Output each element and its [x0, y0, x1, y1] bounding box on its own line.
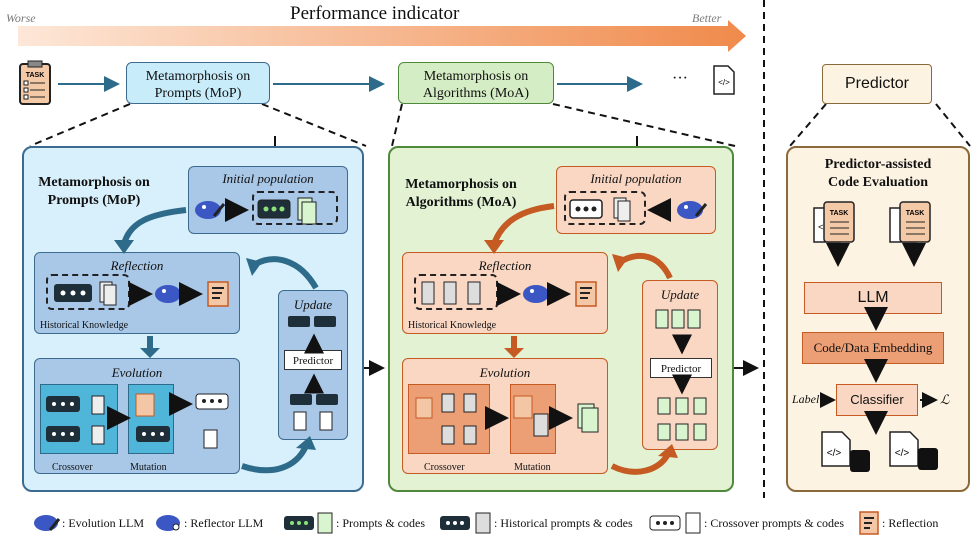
- moa-reflection-label: Reflection: [478, 258, 532, 273]
- mop-stage-line1: Metamorphosis on: [145, 69, 251, 84]
- svg-text:</>: </>: [827, 448, 842, 459]
- code-file-icon: </>: [713, 65, 735, 95]
- moa-historical-knowledge: Historical Knowledge: [408, 320, 497, 331]
- reflector-llm-icon: [523, 285, 549, 303]
- legend-prompts-codes: : Prompts & codes: [336, 516, 425, 530]
- evolution-llm-icon: [195, 201, 226, 219]
- ellipsis: ···: [672, 70, 688, 87]
- mop-update-label: Update: [293, 297, 333, 312]
- legend-reflector-llm: : Reflector LLM: [184, 516, 264, 530]
- predictor-panel-title: Predictor-assisted Code Evaluation: [790, 156, 966, 192]
- predictor-title-line1: Predictor-assisted: [824, 157, 932, 172]
- thumbs-up-code-icon: </>: [821, 431, 870, 472]
- legend-icons: [34, 511, 879, 535]
- mop-initial-population-group: [252, 191, 338, 225]
- moa-evolution-icons: [415, 393, 599, 445]
- prompts-codes-icon: [284, 512, 333, 534]
- mop-mutation-label: Mutation: [130, 462, 167, 473]
- moa-initial-population-label: Initial population: [590, 171, 682, 186]
- moa-update-icons: [655, 309, 707, 441]
- reflector-llm-icon: [155, 285, 181, 303]
- mop-initial-population-label: Initial population: [222, 171, 314, 186]
- mop-reflection-icons: [54, 281, 229, 307]
- mop-update-icons: [288, 316, 338, 431]
- svg-text:TASK: TASK: [830, 210, 849, 217]
- legend-crossover: : Crossover prompts & codes: [704, 516, 844, 530]
- reflection-scroll-icon: [575, 281, 597, 307]
- mop-historical-knowledge: Historical Knowledge: [40, 320, 129, 331]
- mop-title-line1: Metamorphosis on: [38, 175, 150, 190]
- moa-predictor-box: Predictor: [650, 358, 712, 378]
- mop-initial-population: Initial population: [188, 166, 348, 234]
- reflection-scroll-icon: [207, 281, 229, 307]
- moa-initial-icons: [569, 197, 708, 222]
- mop-stage-line2: Prompts (MoP): [154, 86, 242, 101]
- data-task-icon: TASK: [889, 201, 931, 243]
- page-title: Performance indicator: [290, 3, 460, 24]
- moa-stage-line2: Algorithms (MoA): [422, 86, 530, 101]
- moa-crossover-label: Crossover: [424, 462, 465, 473]
- mop-evolution-icons: [46, 392, 229, 449]
- loss-symbol: ℒ: [940, 392, 950, 407]
- historical-prompts-icon: [440, 512, 491, 534]
- thumbs-down-code-icon: </>: [889, 431, 938, 470]
- reflector-llm-icon: [156, 515, 180, 531]
- mop-title-line2: Prompts (MoP): [47, 193, 141, 208]
- svg-text:</>: </>: [718, 78, 730, 87]
- llm-box: LLM: [804, 282, 942, 314]
- moa-title-line1: Metamorphosis on: [405, 177, 517, 192]
- predictor-title-line2: Code Evaluation: [828, 175, 928, 190]
- moa-reflection-icons: [421, 281, 597, 307]
- mop-initial-icons: [195, 197, 317, 225]
- performance-arrow: [18, 20, 746, 52]
- evolution-llm-icon: [677, 201, 708, 219]
- task-clipboard-icon: TASK: [19, 60, 51, 105]
- svg-text:</>: </>: [895, 448, 910, 459]
- moa-evolution-label: Evolution: [479, 365, 531, 380]
- legend-reflection: : Reflection: [882, 516, 939, 530]
- crossover-prompts-icon: [649, 512, 701, 534]
- legend-evolution-llm: : Evolution LLM: [62, 516, 144, 530]
- code-task-icon: </ TASK: [813, 201, 855, 243]
- predictor-flow-arrows: </> </>: [820, 307, 938, 472]
- mop-evolution-label: Evolution: [111, 365, 163, 380]
- legend-historical: : Historical prompts & codes: [494, 516, 633, 530]
- worse-label: Worse: [6, 11, 36, 25]
- svg-text:TASK: TASK: [26, 72, 45, 79]
- svg-text:</: </: [818, 222, 826, 232]
- mop-reflection-label: Reflection: [110, 258, 164, 273]
- predictor-inputs: </ TASK TASK: [813, 201, 931, 267]
- evolution-llm-icon: [34, 515, 61, 531]
- moa-panel-title: Metamorphosis on Algorithms (MoA): [396, 176, 526, 212]
- label-input: Label: [792, 392, 820, 406]
- reflection-scroll-icon: [859, 511, 879, 535]
- moa-initial-population-group: [564, 191, 646, 225]
- mop-panel-title: Metamorphosis on Prompts (MoP): [30, 174, 158, 210]
- mop-crossover-label: Crossover: [52, 462, 93, 473]
- better-label: Better: [692, 11, 722, 25]
- moa-update-label: Update: [660, 287, 700, 302]
- embedding-box: Code/Data Embedding: [802, 332, 944, 364]
- mop-stage-box: Metamorphosis on Prompts (MoP): [126, 62, 270, 104]
- moa-stage-line1: Metamorphosis on: [423, 69, 529, 84]
- mop-crossover-box: [40, 384, 118, 454]
- svg-text:TASK: TASK: [906, 210, 925, 217]
- predictor-header-box: Predictor: [822, 64, 932, 104]
- moa-stage-box: Metamorphosis on Algorithms (MoA): [398, 62, 554, 104]
- moa-title-line2: Algorithms (MoA): [405, 195, 517, 210]
- moa-mutation-label: Mutation: [514, 462, 551, 473]
